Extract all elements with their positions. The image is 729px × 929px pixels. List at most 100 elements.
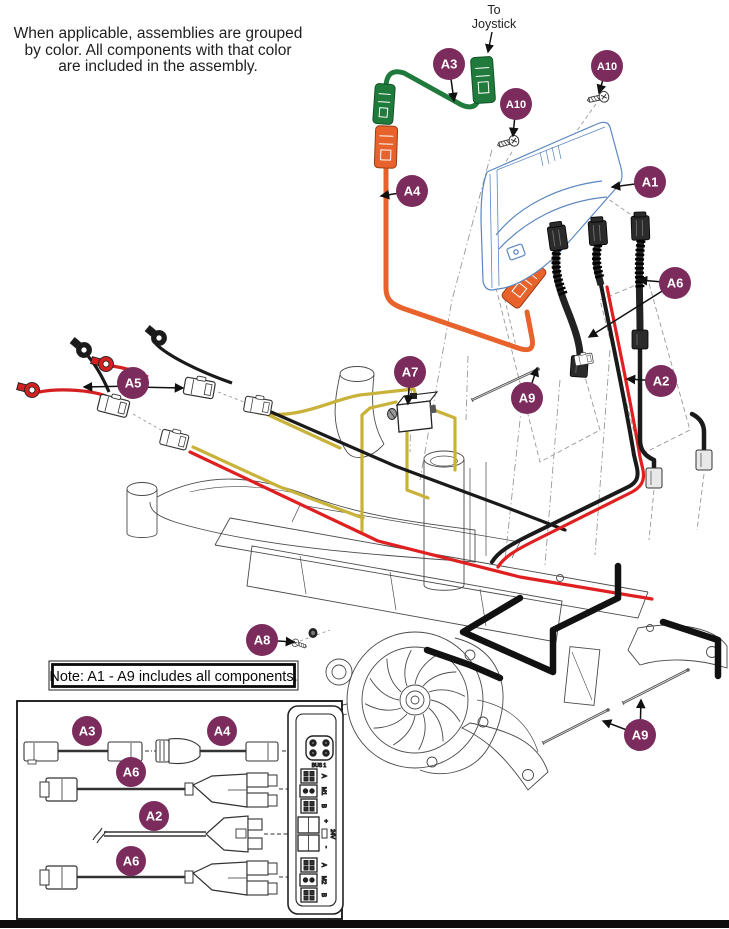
orange-connector [373,125,399,169]
m2-label: M2 [320,876,326,885]
callout-label-a8: A8 [254,633,271,648]
callout-label-a2-inset: A2 [146,809,163,824]
green-connector [470,56,496,104]
callout-label-a6-inset-1: A6 [123,765,140,780]
green-cable-a3 [372,56,496,125]
callout-a4-inset: A4 [207,716,237,746]
header-note-line1: When applicable, assemblies are grouped [14,25,303,42]
motor-cables-a6 [546,211,713,489]
m2-b-label: B [320,893,326,897]
bus1-label: BUS 1 [312,763,327,769]
cable-end-connector [631,329,649,350]
cable-tie-a9 [621,666,691,706]
joystick-label-line2: Joystick [472,17,517,31]
elbow-pipe [334,366,385,459]
callout-label-a10-right: A10 [597,61,617,73]
hanging-connector [695,449,713,471]
header-note-line3: are included in the assembly. [58,58,258,75]
inset-cable-a6-1 [39,772,300,808]
motor [325,631,504,775]
inset-cable-a3 [23,741,156,765]
callout-a3-main: A3 [433,48,465,103]
right-lead-black2 [689,411,707,453]
screw-a8 [290,637,309,651]
a2-black [490,283,640,564]
note-box-text: Note: A1 - A9 includes all components. [49,669,297,685]
ring-terminal-red [15,378,42,400]
hardware [290,90,691,746]
joystick-arrow [485,31,494,54]
cable-tie-a9 [541,706,611,746]
a2-red [496,285,646,569]
controller-panel: BUS 1 A M1 B + [287,705,344,915]
callout-a10-mid: A10 [500,88,532,138]
battery-connector [182,373,217,400]
callout-label-a4-inset: A4 [214,724,231,739]
hanging-connector [645,467,663,489]
callout-label-a5: A5 [125,376,142,391]
callout-a10-right: A10 [591,50,623,95]
screw-a10 [495,133,521,151]
callout-label-a3-main: A3 [441,57,458,72]
m1-b-label: B [320,804,326,808]
callout-label-a4: A4 [404,184,421,199]
joystick-label-line1: To [487,3,500,17]
battery-connector [242,392,274,417]
note-box: Note: A1 - A9 includes all components. [48,660,299,691]
callout-a6-inset-1: A6 [116,757,146,787]
callout-label-a6-main: A6 [667,276,684,291]
joystick-label: To Joystick [472,3,517,54]
callout-label-a7: A7 [402,365,419,380]
callout-a5: A5 [82,367,185,399]
green-connector [372,83,396,125]
callout-label-a2-main: A2 [653,374,670,389]
wiring [188,283,722,682]
callout-label-a1: A1 [642,175,659,190]
circuit-breaker-a7 [387,391,439,433]
blue-tray-a1 [480,121,623,291]
yellow-wires [191,387,457,534]
bus1-connector [305,735,334,761]
callout-label-a3-inset: A3 [79,724,96,739]
minus-label: - [322,846,329,849]
seat-tube [423,450,487,591]
callout-a8: A8 [246,624,296,656]
battery-connector [158,425,191,451]
callout-a2-inset: A2 [139,801,169,831]
plus-label: + [322,819,329,823]
callout-label-a10-mid: A10 [506,99,526,111]
callout-a1: A1 [610,166,666,198]
m1-block: A M1 B [299,768,327,814]
m2-block: A M2 B [299,857,327,903]
black-long-wire [260,406,567,532]
bottom-bar [0,920,729,928]
callout-label-a6-inset-2: A6 [123,854,140,869]
m1-a-label: A [320,774,326,778]
m1-label: M1 [320,787,326,796]
inset-box: BUS 1 A M1 B + [16,700,344,920]
ring-terminal-black [142,322,171,350]
header-note-line2: by color. All components with that color [24,42,291,59]
callout-a9-top: A9 [511,366,543,414]
callout-a9-bottom: A9 [601,698,656,751]
callout-label-a9-top: A9 [519,391,536,406]
battery-harnesses [15,322,274,451]
callout-a7: A7 [394,356,426,406]
callout-a3-inset: A3 [72,716,102,746]
chassis-black-cables [423,562,722,682]
inset-cable-a4 [155,738,304,765]
callout-a4: A4 [379,175,428,207]
voltage-label: 24V [329,829,335,839]
callout-a6-main: A6 [587,267,691,338]
screw-a10 [585,90,611,107]
header-note: When applicable, assemblies are grouped … [14,25,303,75]
chassis-line-art [126,366,728,791]
callout-label-a9-bottom: A9 [632,728,649,743]
right-lead-black [637,345,657,471]
inset-cable-a2 [92,815,296,853]
ring-terminal-red [89,352,116,374]
red-long-wire [188,450,654,601]
